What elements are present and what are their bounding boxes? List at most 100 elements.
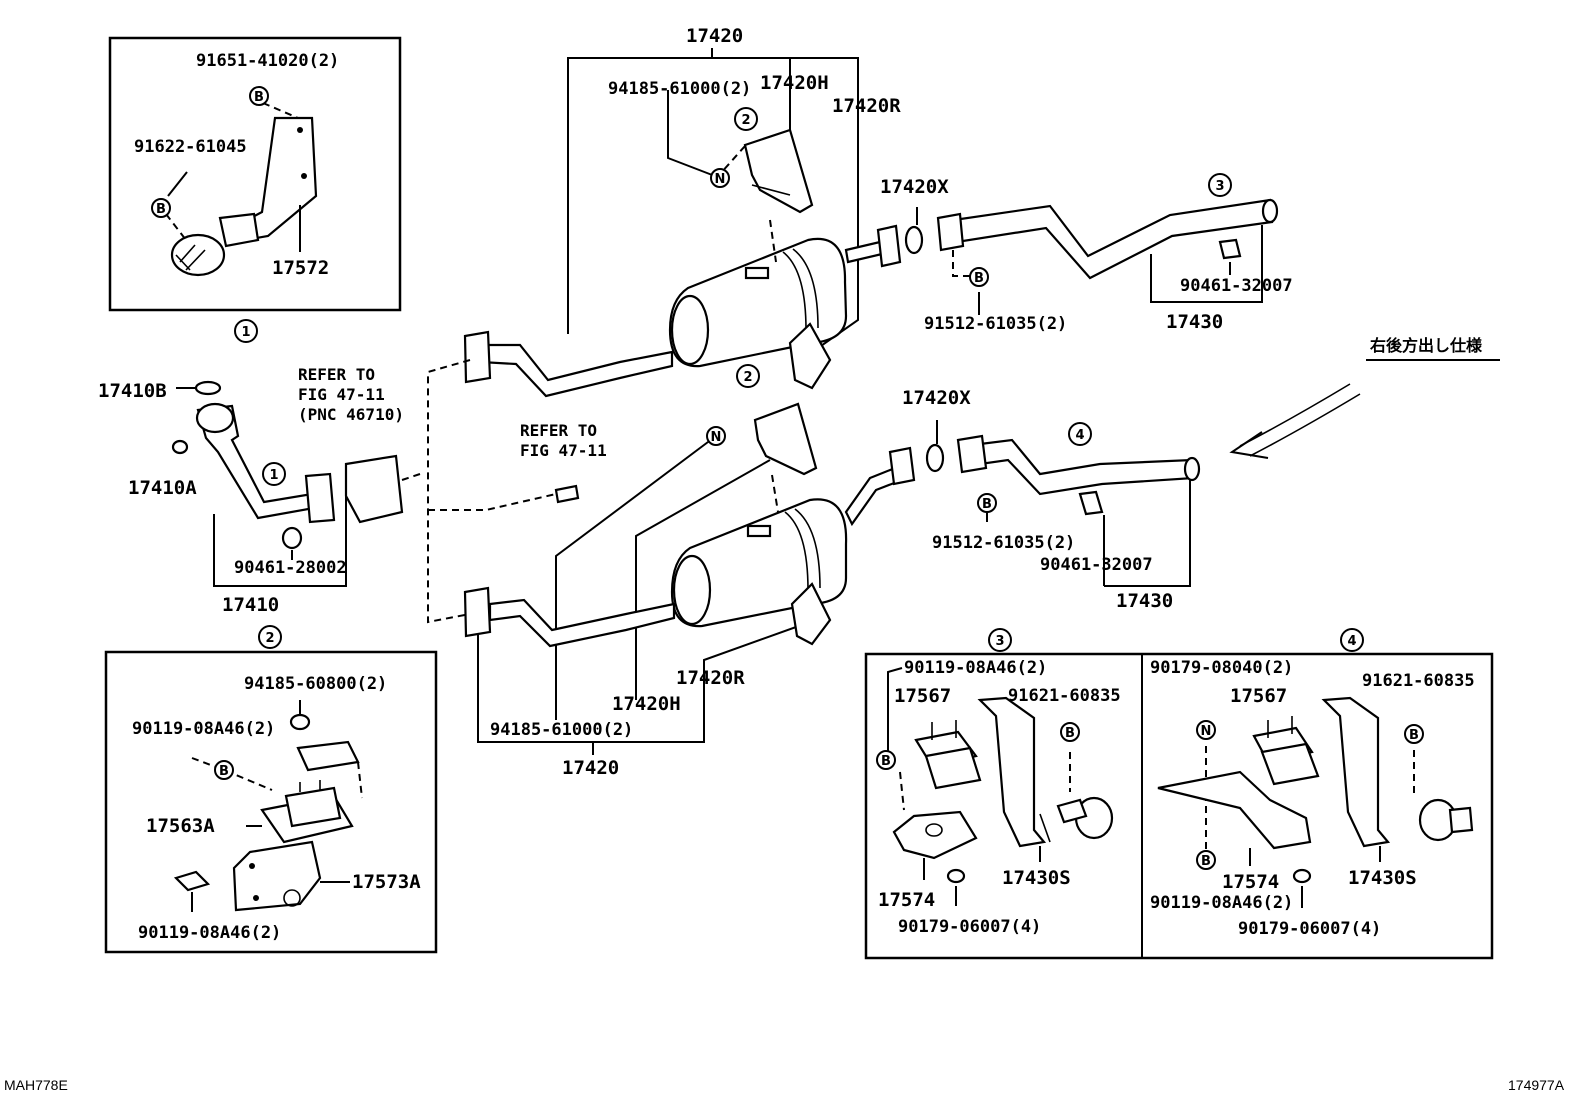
label-17574-d4: 17574 bbox=[1222, 871, 1279, 893]
svg-text:B: B bbox=[881, 754, 891, 769]
mark-b-d4-bottom: B bbox=[1196, 850, 1216, 870]
label-17420x-lower: 17420X bbox=[902, 387, 971, 409]
svg-text:B: B bbox=[156, 202, 166, 217]
svg-text:N: N bbox=[715, 172, 726, 187]
refer-text-a3: (PNC 46710) bbox=[298, 405, 404, 424]
mark-b-lower: B bbox=[977, 493, 997, 513]
label-91512-61035-upper: 91512-61035(2) bbox=[924, 314, 1067, 334]
label-91651-41020: 91651-41020(2) bbox=[196, 51, 339, 71]
mark-n-upper: N bbox=[710, 168, 730, 188]
svg-text:B: B bbox=[254, 90, 264, 105]
svg-text:1: 1 bbox=[269, 468, 278, 483]
label-17420h-upper: 17420H bbox=[760, 72, 829, 94]
flange-link-dashes bbox=[427, 359, 557, 624]
mark-b-d3-left: B bbox=[876, 750, 896, 770]
detail-box-2: 94185-60800(2) 90119-08A46(2) 17563A 175… bbox=[104, 650, 438, 954]
mark-b-d1a: B bbox=[249, 86, 269, 106]
label-17420r-upper: 17420R bbox=[832, 95, 901, 117]
spec-arrow-head bbox=[1229, 431, 1269, 459]
circle-mark-1-box: 1 bbox=[234, 319, 258, 343]
svg-text:2: 2 bbox=[265, 631, 274, 646]
circle-mark-2-upper: 2 bbox=[734, 107, 758, 131]
svg-text:N: N bbox=[1201, 724, 1212, 739]
label-90179-06007-d3: 90179-06007(4) bbox=[898, 917, 1041, 937]
svg-text:4: 4 bbox=[1075, 428, 1084, 443]
svg-text:N: N bbox=[711, 430, 722, 445]
svg-text:1: 1 bbox=[241, 325, 250, 340]
label-90461-32007-upper: 90461-32007 bbox=[1180, 276, 1293, 296]
label-17410: 17410 bbox=[222, 594, 279, 616]
rear-exit-spec-note: 右後方出し仕様 bbox=[1370, 336, 1483, 355]
svg-text:B: B bbox=[982, 497, 992, 512]
refer-bolt bbox=[554, 484, 580, 504]
label-17574-d3: 17574 bbox=[878, 889, 935, 911]
label-17410a: 17410A bbox=[128, 477, 197, 499]
svg-text:2: 2 bbox=[741, 113, 750, 128]
label-17420-upper: 17420 bbox=[686, 25, 743, 47]
mark-b-d4-right: B bbox=[1404, 724, 1424, 744]
circle-mark-2-box: 2 bbox=[258, 625, 282, 649]
circle-mark-3-box: 3 bbox=[988, 628, 1012, 652]
spec-arrow bbox=[1239, 383, 1361, 457]
label-17430-lower: 17430 bbox=[1116, 590, 1173, 612]
label-91512-61035-lower: 91512-61035(2) bbox=[932, 533, 1075, 553]
label-17420h-lower: 17420H bbox=[612, 693, 681, 715]
svg-text:B: B bbox=[1065, 726, 1075, 741]
label-94185-60800: 94185-60800(2) bbox=[244, 674, 387, 694]
label-17420r-lower: 17420R bbox=[676, 667, 745, 689]
label-17567-d3: 17567 bbox=[894, 685, 951, 707]
svg-text:3: 3 bbox=[1215, 179, 1224, 194]
label-94185-61000-upper: 94185-61000(2) bbox=[608, 79, 751, 99]
circle-mark-3-upper: 3 bbox=[1208, 173, 1232, 197]
svg-text:B: B bbox=[1201, 854, 1211, 869]
front-pipe-assembly: 17410B 17410A 90461-28002 17410 REFER TO… bbox=[98, 365, 421, 616]
label-17420x-upper: 17420X bbox=[880, 176, 949, 198]
mark-b-d3-right: B bbox=[1060, 722, 1080, 742]
detail-box-4: 90179-08040(2) 17567 91621-60835 17574 1… bbox=[1150, 658, 1475, 939]
refer-text-b2: FIG 47-11 bbox=[520, 441, 607, 460]
label-17410b: 17410B bbox=[98, 380, 167, 402]
label-94185-61000-lower: 94185-61000(2) bbox=[490, 720, 633, 740]
label-17430s-d3: 17430S bbox=[1002, 867, 1071, 889]
circle-mark-4-lower: 4 bbox=[1068, 422, 1092, 446]
detail-box-1: 91651-41020(2) 91622-61045 17572 bbox=[108, 36, 402, 312]
label-17563a: 17563A bbox=[146, 815, 215, 837]
label-90461-32007-lower: 90461-32007 bbox=[1040, 555, 1153, 575]
label-91622-61045: 91622-61045 bbox=[134, 137, 247, 157]
refer-text-b1: REFER TO bbox=[520, 421, 597, 440]
footer-left-code: MAH778E bbox=[4, 1077, 68, 1093]
label-17573a: 17573A bbox=[352, 871, 421, 893]
mark-n-lower: N bbox=[706, 426, 726, 446]
circle-mark-2-lower: 2 bbox=[736, 364, 760, 388]
svg-text:B: B bbox=[219, 764, 229, 779]
lower-assembly: 94185-61000(2) 17420H 17420R 17420 17420… bbox=[463, 387, 1201, 779]
label-90461-28002: 90461-28002 bbox=[234, 558, 347, 578]
label-91621-60835-d4: 91621-60835 bbox=[1362, 671, 1475, 691]
label-90119-08a46-d2-bottom: 90119-08A46(2) bbox=[138, 923, 281, 943]
svg-text:B: B bbox=[1409, 728, 1419, 743]
refer-text-a2: FIG 47-11 bbox=[298, 385, 385, 404]
detail-box-3-4-frame bbox=[864, 652, 1494, 960]
circle-mark-4-box: 4 bbox=[1340, 628, 1364, 652]
svg-text:B: B bbox=[974, 271, 984, 286]
label-17567-d4: 17567 bbox=[1230, 685, 1287, 707]
detail-box-3: 90119-08A46(2) 17567 91621-60835 17574 1… bbox=[878, 658, 1121, 937]
label-17430s-d4: 17430S bbox=[1348, 867, 1417, 889]
refer-text-a1: REFER TO bbox=[298, 365, 375, 384]
mark-b-d2: B bbox=[214, 760, 234, 780]
svg-text:2: 2 bbox=[743, 370, 752, 385]
label-91621-60835-d3: 91621-60835 bbox=[1008, 686, 1121, 706]
label-17572: 17572 bbox=[272, 257, 329, 279]
label-90119-08a46-d4: 90119-08A46(2) bbox=[1150, 893, 1293, 913]
upper-assembly: 17420 94185-61000(2) 17420H 17420R 17420… bbox=[463, 25, 1293, 398]
label-90119-08a46-d3: 90119-08A46(2) bbox=[904, 658, 1047, 678]
label-17430-upper: 17430 bbox=[1166, 311, 1223, 333]
mark-n-d4: N bbox=[1196, 720, 1216, 740]
label-17420-lower: 17420 bbox=[562, 757, 619, 779]
label-90179-08040-d4: 90179-08040(2) bbox=[1150, 658, 1293, 678]
mark-b-upper: B bbox=[969, 267, 989, 287]
circle-mark-1-pipe: 1 bbox=[262, 462, 286, 486]
label-90119-08a46-d2-top: 90119-08A46(2) bbox=[132, 719, 275, 739]
footer-right-code: 174977A bbox=[1508, 1077, 1565, 1093]
